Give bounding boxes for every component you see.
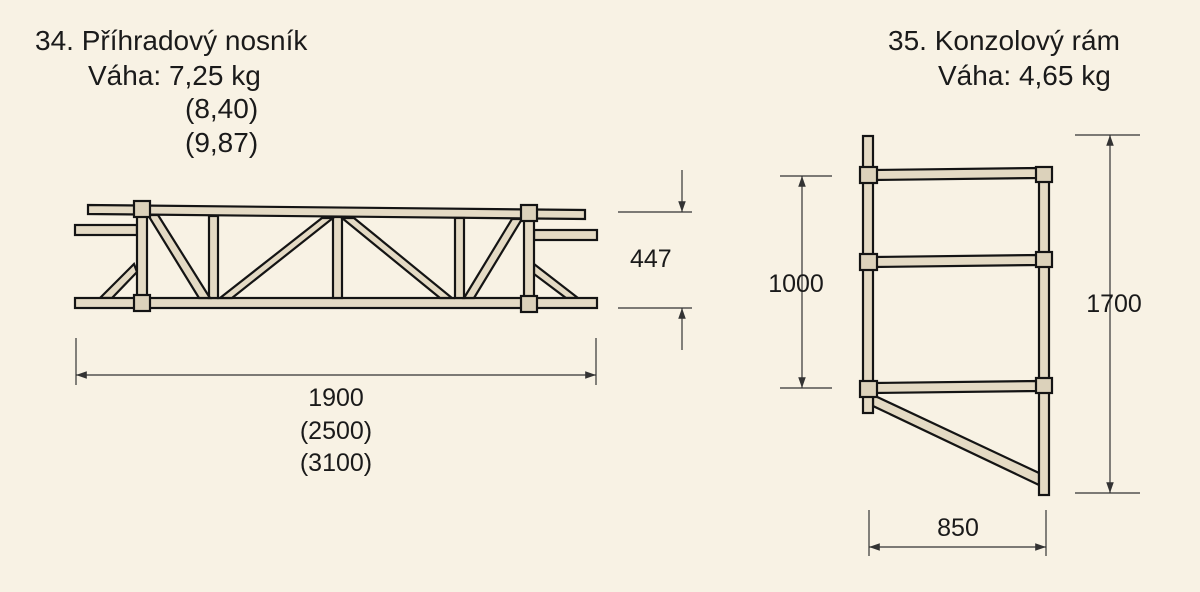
- item-34-weight-alt-1: (8,40): [185, 93, 258, 124]
- truss-dimensions: [75, 170, 692, 385]
- console-width-label: 850: [937, 514, 979, 542]
- item-34-weight: Váha: 7,25 kg: [88, 60, 261, 91]
- console-dimensions: [780, 134, 1140, 556]
- item-35-title: 35. Konzolový rám: [888, 25, 1120, 56]
- console-frame-drawing: [858, 134, 1054, 497]
- truss-length-alt-1: (2500): [300, 417, 372, 445]
- truss-length-label: 1900: [308, 384, 364, 412]
- item-34-title: 34. Příhradový nosník: [35, 25, 308, 56]
- truss-beam-drawing: [73, 199, 599, 314]
- item-34-weight-alt-2: (9,87): [185, 127, 258, 158]
- truss-length-alt-2: (3100): [300, 449, 372, 477]
- console-inner-height-label: 1000: [768, 270, 824, 298]
- truss-height-label: 447: [630, 245, 672, 273]
- console-total-height-label: 1700: [1086, 290, 1142, 318]
- item-35-weight: Váha: 4,65 kg: [938, 60, 1111, 91]
